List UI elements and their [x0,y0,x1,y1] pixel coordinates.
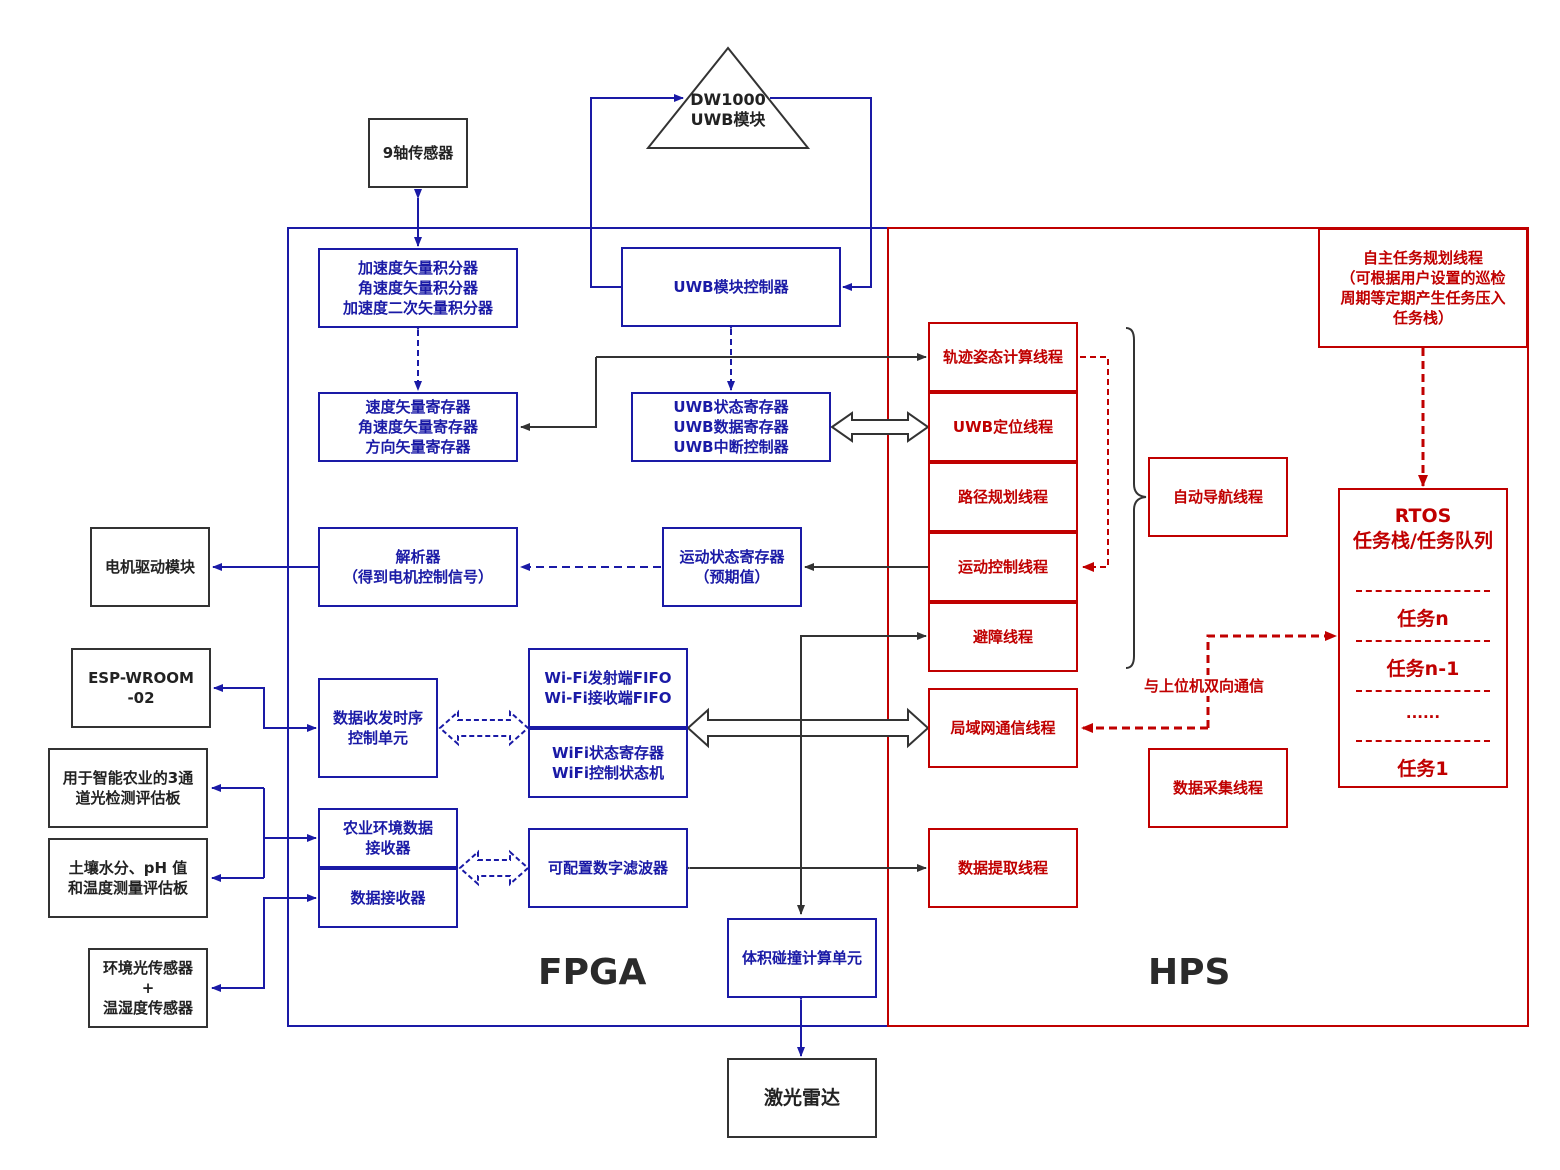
hps-frame [887,227,1529,1027]
autonomous-task-planning-thread: 自主任务规划线程 （可根据用户设置的巡检 周期等定期产生任务压入 任务栈） [1318,228,1528,348]
timing-to-esp [213,684,316,729]
auto-nav-brace [1125,327,1147,669]
dw1000-label: DW1000 UWB模块 [690,90,766,129]
collision-compute-unit: 体积碰撞计算单元 [727,918,877,998]
stack-divider [1356,690,1490,692]
wifi-state-machine: WiFi状态寄存器 WiFi控制状态机 [528,728,688,798]
hps-label: HPS [1148,952,1231,993]
dw1000-to-uwb-line [770,97,872,291]
motion-state-registers: 运动状态寄存器 （预期值） [662,527,802,607]
traj-motion-dashed [1080,356,1109,572]
to-env-sensor [211,897,316,992]
task-item: 任务n [1397,608,1449,630]
wifi-fifo: Wi-Fi发射端FIFO Wi-Fi接收端FIFO [528,648,688,728]
host-comm-label: 与上位机双向通信 [1144,675,1265,696]
dw1000-triangle [645,46,811,149]
collision-to-avoid [800,632,927,914]
nine-axis-sensor: 9轴传感器 [368,118,468,188]
path-planning-thread: 路径规划线程 [928,462,1078,532]
stack-divider [1356,640,1490,642]
uwb-to-dw1000-line [590,94,684,288]
data-extract-thread: 数据提取线程 [928,828,1078,908]
traj-to-vector-line [520,357,597,431]
task-item: 任务1 [1397,758,1449,780]
task-item: ...... [1405,704,1441,722]
uwb-register-bus [830,411,930,443]
lidar-module: 激光雷达 [727,1058,877,1138]
receiver-filter-bus [458,849,530,887]
task-item: 任务n-1 [1386,658,1460,680]
auto-navigation-thread: 自动导航线程 [1148,457,1288,537]
timing-wifi-bus [438,709,530,747]
uwb-registers: UWB状态寄存器 UWB数据寄存器 UWB中断控制器 [631,392,831,462]
vector-integrators: 加速度矢量积分器 角速度矢量积分器 加速度二次矢量积分器 [318,248,518,328]
lan-comm-thread: 局域网通信线程 [928,688,1078,768]
data-timing-controller: 数据收发时序 控制单元 [318,678,438,778]
parser-unit: 解析器 （得到电机控制信号） [318,527,518,607]
data-collection-thread: 数据采集线程 [1148,748,1288,828]
obstacle-avoid-thread: 避障线程 [928,602,1078,672]
stack-divider [1356,590,1490,592]
fpga-label: FPGA [538,952,647,993]
esp-wroom-module: ESP-WROOM -02 [71,648,211,728]
soil-measurement-board: 土壤水分、pH 值 和温度测量评估板 [48,838,208,918]
motor-driver-module: 电机驱动模块 [90,527,210,607]
host-to-rtos [1206,631,1337,728]
environment-sensor: 环境光传感器 + 温湿度传感器 [88,948,208,1028]
motion-control-thread: 运动控制线程 [928,532,1078,602]
uwb-locate-thread: UWB定位线程 [928,392,1078,462]
rtos-task-stack: RTOS 任务栈/任务队列 任务n 任务n-1 ...... 任务1 [1338,488,1508,788]
configurable-digital-filter: 可配置数字滤波器 [528,828,688,908]
stack-divider [1356,740,1490,742]
wifi-lan-bus [686,707,930,749]
agri-data-receiver: 农业环境数据 接收器 [318,808,458,868]
optical-detection-board: 用于智能农业的3通 道光检测评估板 [48,748,208,828]
uwb-module-controller: UWB模块控制器 [621,247,841,327]
data-receiver: 数据接收器 [318,868,458,928]
vector-registers: 速度矢量寄存器 角速度矢量寄存器 方向矢量寄存器 [318,392,518,462]
trajectory-thread: 轨迹姿态计算线程 [928,322,1078,392]
rtos-title: RTOS 任务栈/任务队列 [1353,505,1493,552]
